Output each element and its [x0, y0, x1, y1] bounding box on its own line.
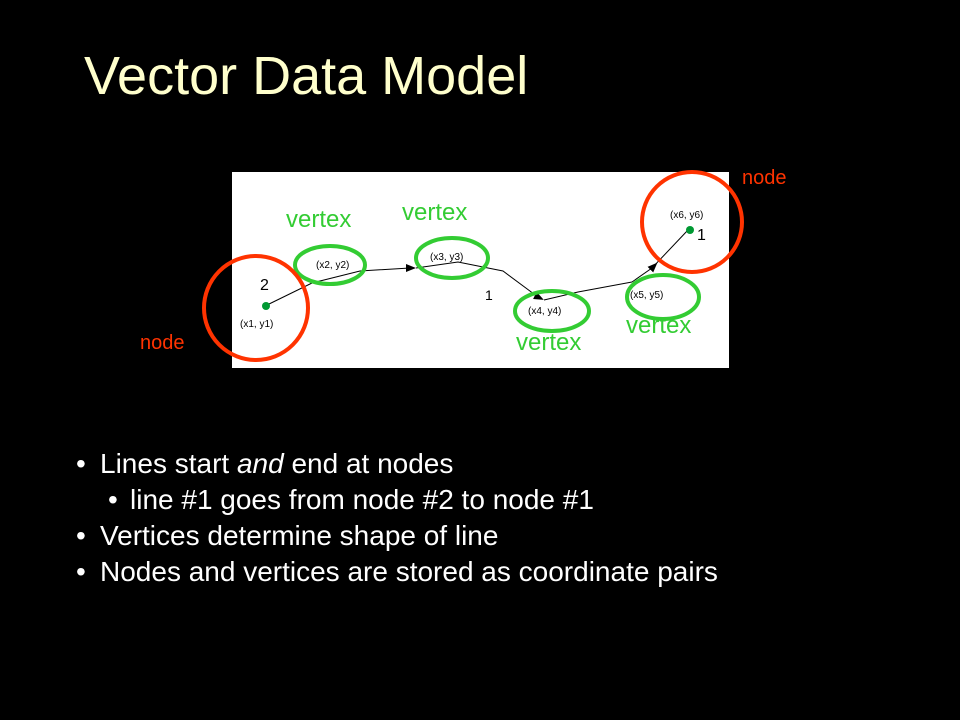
bullet-item: Lines start and end at nodes — [76, 446, 936, 482]
coord-label-x1y1: (x1, y1) — [240, 319, 273, 330]
line-number-label: 1 — [485, 287, 493, 303]
bullet-item: Vertices determine shape of line — [76, 518, 936, 554]
node-circle-2 — [202, 254, 310, 362]
line-segment — [415, 261, 539, 298]
sub-bullet-item: line #1 goes from node #2 to node #1 — [108, 482, 936, 518]
arrow-segment — [647, 262, 658, 273]
bullet-text: Lines start — [100, 448, 237, 479]
bullet-text: line #1 goes from node #2 to node #1 — [130, 484, 594, 515]
line-segment — [543, 281, 633, 301]
vertex-ellipse — [293, 244, 367, 286]
bullet-list: Lines start and end at nodes line #1 goe… — [76, 446, 936, 590]
vertex-callout: vertex — [402, 199, 467, 226]
node-number-2: 2 — [260, 277, 269, 294]
vertex-callout: vertex — [626, 312, 691, 339]
vertex-callout: vertex — [516, 329, 581, 356]
vector-diagram: 1 2 1 (x1, y1) (x2, y2) (x3, y3) (x4, y4… — [140, 167, 787, 368]
bullet-text: Nodes and vertices are stored as coordin… — [100, 556, 718, 587]
bullet-item: Nodes and vertices are stored as coordin… — [76, 554, 936, 590]
coord-label-x4y4: (x4, y4) — [528, 306, 561, 317]
node-circle-1 — [640, 170, 744, 274]
node-point-2 — [262, 302, 270, 310]
bullet-emphasis: and — [236, 448, 284, 479]
slide-title: Vector Data Model — [84, 46, 529, 106]
coord-label-x5y5: (x5, y5) — [630, 290, 663, 301]
bullet-text: end at nodes — [283, 448, 454, 479]
node-callout: node — [742, 167, 787, 189]
bullet-text: Vertices determine shape of line — [100, 520, 499, 551]
coord-label-x6y6: (x6, y6) — [670, 210, 703, 221]
arrow-segment — [533, 291, 544, 300]
vertex-ellipse — [625, 273, 701, 321]
vertex-callout: vertex — [286, 206, 351, 233]
coord-label-x3y3: (x3, y3) — [430, 252, 463, 263]
node-number-1: 1 — [697, 227, 706, 244]
coord-label-x2y2: (x2, y2) — [316, 260, 349, 271]
line-segment — [264, 267, 411, 307]
node-callout: node — [140, 332, 185, 354]
vertex-ellipse — [513, 289, 591, 333]
vertex-ellipse — [414, 236, 490, 280]
node-point-1 — [686, 226, 694, 234]
